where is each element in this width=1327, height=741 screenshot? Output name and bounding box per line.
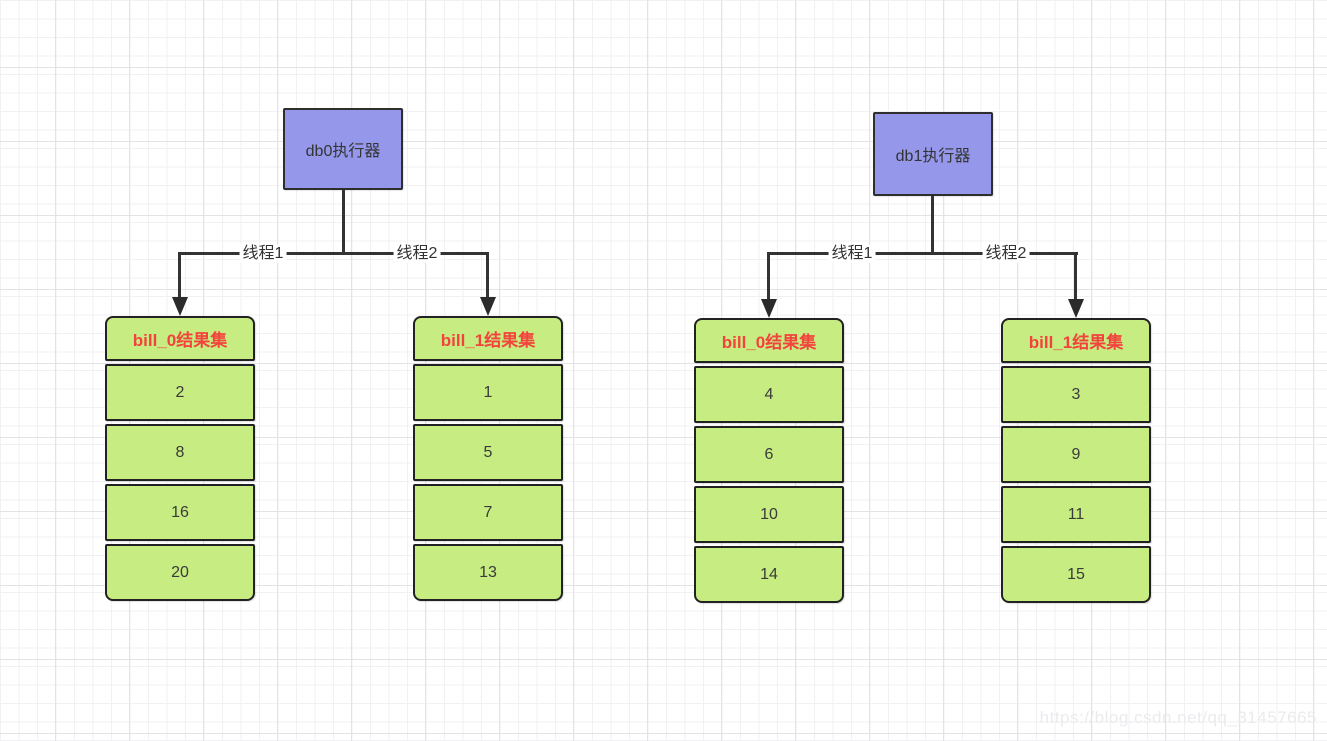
executor-label: db1执行器 [895, 148, 971, 165]
result-cell: 1 [413, 364, 563, 421]
watermark-url: https://blog.csdn.net/qq_31457665 [1039, 708, 1317, 727]
connector-arm-db1-thread1 [767, 252, 770, 301]
result-cell: 8 [105, 424, 255, 481]
result-cell: 4 [694, 366, 844, 423]
result-cell: 15 [1001, 546, 1151, 603]
connector-branch-db1 [767, 252, 1078, 255]
connector-stem-db0 [342, 190, 345, 254]
result-cell: 9 [1001, 426, 1151, 483]
result-table-db1-bill0: bill_0结果集 4 6 10 14 [694, 318, 844, 603]
result-table-header: bill_1结果集 [413, 316, 563, 361]
result-cell: 13 [413, 544, 563, 601]
thread-label-db1-2: 线程2 [982, 244, 1030, 264]
arrow-down-icon [1068, 299, 1084, 318]
connector-arm-db1-thread2 [1074, 252, 1077, 301]
connector-stem-db1 [931, 196, 934, 254]
thread-label-db0-2: 线程2 [393, 244, 441, 264]
thread-label-db1-1: 线程1 [828, 244, 876, 264]
result-table-header: bill_0结果集 [694, 318, 844, 363]
result-cell: 10 [694, 486, 844, 543]
connector-arm-db0-thread1 [178, 252, 181, 299]
result-cell: 16 [105, 484, 255, 541]
thread-label-db0-1: 线程1 [239, 244, 287, 264]
arrow-down-icon [480, 297, 496, 316]
result-cell: 7 [413, 484, 563, 541]
result-cell: 11 [1001, 486, 1151, 543]
executor-node-db0: db0执行器 [283, 108, 403, 190]
arrow-down-icon [172, 297, 188, 316]
result-table-db1-bill1: bill_1结果集 3 9 11 15 [1001, 318, 1151, 603]
result-cell: 6 [694, 426, 844, 483]
result-cell: 14 [694, 546, 844, 603]
result-table-header: bill_1结果集 [1001, 318, 1151, 363]
result-cell: 2 [105, 364, 255, 421]
result-cell: 3 [1001, 366, 1151, 423]
connector-branch-db0 [178, 252, 489, 255]
result-cell: 5 [413, 424, 563, 481]
result-cell: 20 [105, 544, 255, 601]
executor-label: db0执行器 [305, 143, 381, 160]
result-table-header: bill_0结果集 [105, 316, 255, 361]
executor-node-db1: db1执行器 [873, 112, 993, 196]
connector-arm-db0-thread2 [486, 252, 489, 299]
result-table-db0-bill0: bill_0结果集 2 8 16 20 [105, 316, 255, 601]
arrow-down-icon [761, 299, 777, 318]
result-table-db0-bill1: bill_1结果集 1 5 7 13 [413, 316, 563, 601]
